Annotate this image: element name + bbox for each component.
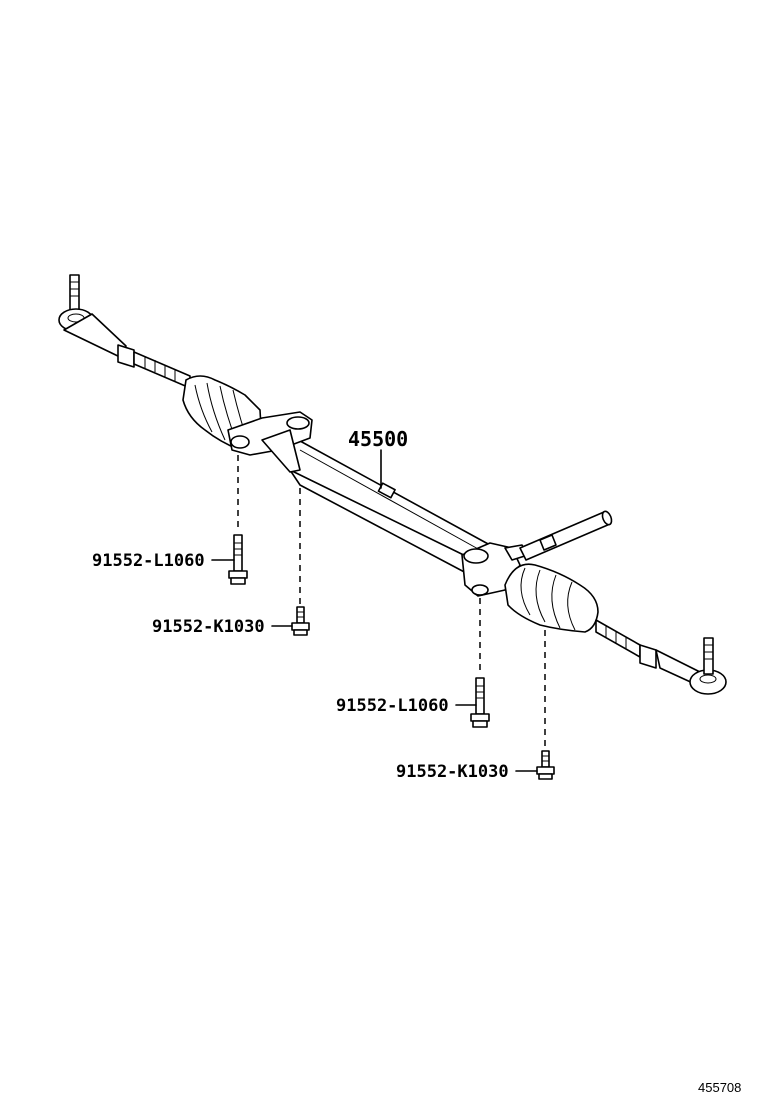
tie-rod-end-right — [655, 637, 727, 695]
callout-45500: 45500 — [348, 427, 408, 451]
callout-bolt-left-lower: 91552-K1030 — [152, 617, 265, 637]
bolt-right-lower — [536, 750, 555, 780]
callout-bolt-left-upper: 91552-L1060 — [92, 551, 205, 571]
bolt-left-upper — [228, 534, 248, 585]
bolt-left-lower — [291, 606, 310, 636]
pinion-shaft — [519, 510, 613, 561]
rack-housing — [279, 429, 491, 576]
callout-bolt-right-upper: 91552-L1060 — [336, 696, 449, 716]
bolt-right-upper — [470, 677, 490, 728]
callout-bolt-right-lower: 91552-K1030 — [396, 762, 509, 782]
mount-left — [227, 411, 313, 473]
tie-rod-left — [133, 351, 191, 389]
boot-right — [504, 563, 599, 633]
figure-number: 455708 — [698, 1080, 741, 1095]
tie-rod-end-left — [58, 274, 135, 368]
tie-rod-right — [595, 619, 657, 669]
